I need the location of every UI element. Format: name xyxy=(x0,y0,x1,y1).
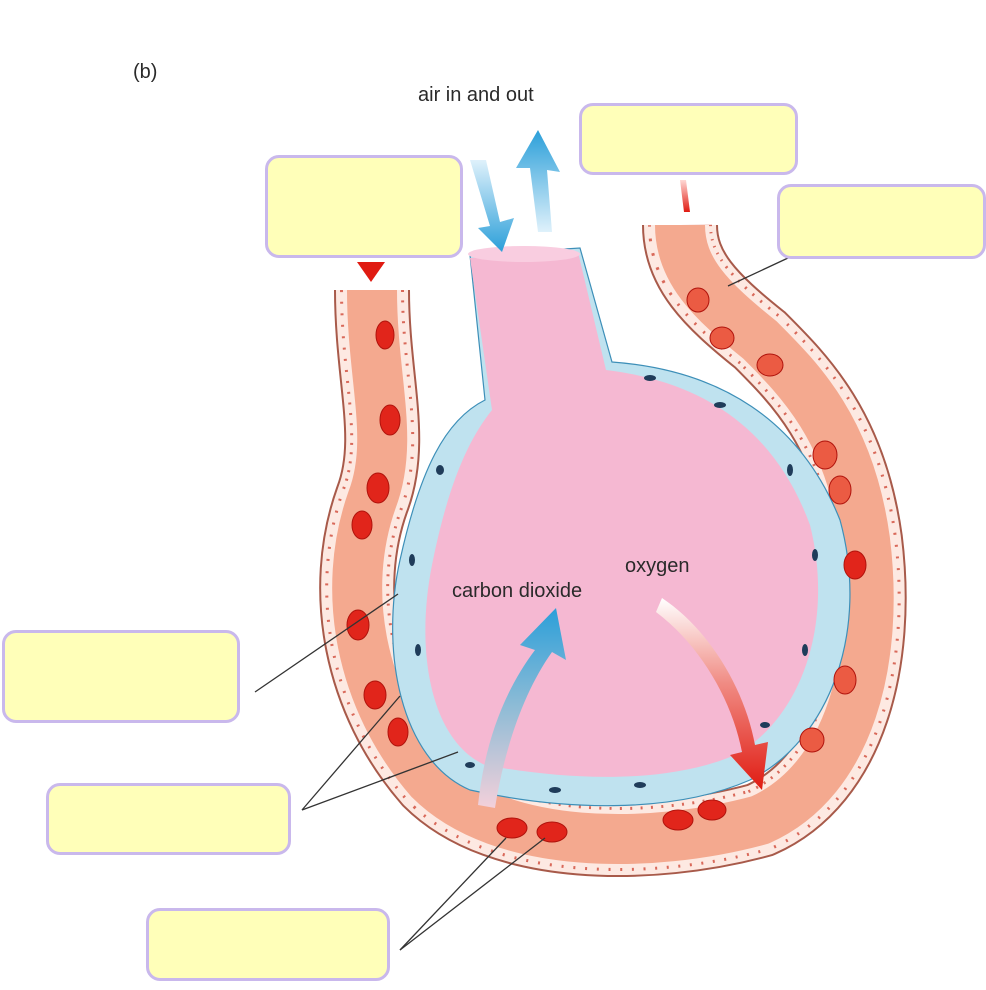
red-blood-cell xyxy=(828,475,852,505)
pointer-line-left-1 xyxy=(254,593,399,693)
blood-flow-out-arrow xyxy=(680,180,690,212)
red-blood-cell xyxy=(812,440,838,470)
panel-label: (b) xyxy=(133,61,157,83)
red-blood-cell xyxy=(536,821,568,843)
pointer-line-right xyxy=(727,257,789,287)
red-blood-cell xyxy=(833,665,857,695)
label-box-top-right[interactable] xyxy=(579,103,798,175)
red-blood-cell xyxy=(756,353,784,377)
label-box-top-left[interactable] xyxy=(265,155,463,258)
pointer-line-bottom-a xyxy=(399,837,507,951)
carbon-dioxide-label: carbon dioxide xyxy=(452,580,582,602)
air-label: air in and out xyxy=(418,84,534,106)
red-blood-cell xyxy=(496,817,528,839)
red-blood-cell xyxy=(375,320,395,350)
red-blood-cell xyxy=(379,404,401,436)
red-blood-cell xyxy=(662,809,694,831)
red-blood-cell xyxy=(709,326,735,350)
alveolar-cells xyxy=(409,375,818,793)
label-box-left-1[interactable] xyxy=(2,630,240,723)
red-blood-cell xyxy=(351,510,373,540)
red-blood-cell xyxy=(843,550,867,580)
oxygen-label: oxygen xyxy=(625,555,690,577)
red-blood-cell xyxy=(686,287,710,313)
label-box-right[interactable] xyxy=(777,184,986,259)
red-blood-cell xyxy=(363,680,387,710)
air-in-arrow xyxy=(470,160,514,252)
air-out-arrow xyxy=(516,130,560,232)
oxygen-arrow xyxy=(656,598,768,790)
label-box-left-2[interactable] xyxy=(46,783,291,855)
label-box-bottom[interactable] xyxy=(146,908,390,981)
red-blood-cell xyxy=(799,727,825,753)
pointer-lines xyxy=(254,257,789,951)
pointer-line-left-2a xyxy=(301,695,401,811)
red-blood-cell xyxy=(697,799,727,821)
air-arrows xyxy=(470,130,560,252)
red-blood-cell xyxy=(346,609,370,641)
airway-opening xyxy=(468,246,580,262)
pointer-line-bottom-b xyxy=(399,837,546,951)
red-blood-cells xyxy=(346,287,867,843)
red-blood-cell xyxy=(387,717,409,747)
blood-flow-in-arrow xyxy=(357,262,385,282)
carbon-dioxide-arrow xyxy=(478,608,566,808)
red-blood-cell xyxy=(366,472,390,504)
pointer-line-left-2b xyxy=(301,751,459,811)
